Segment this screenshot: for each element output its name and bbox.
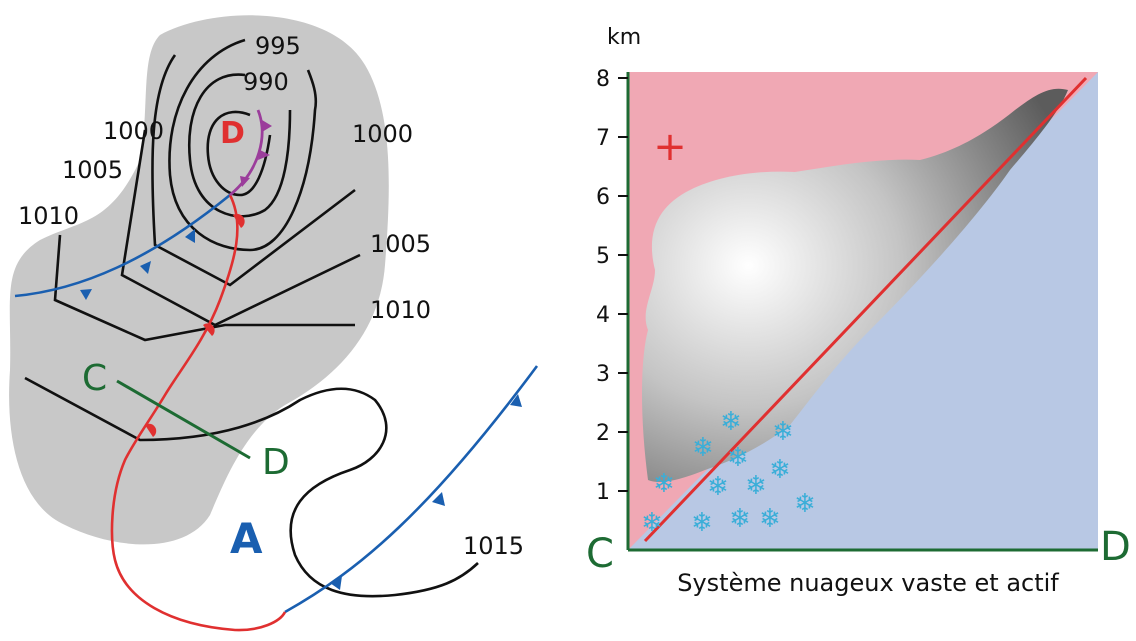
- high-pressure-label: A: [230, 514, 263, 563]
- y-tick-label: 6: [596, 185, 610, 210]
- snowflake-icon: ❄: [727, 443, 749, 473]
- cold-front: [14, 193, 539, 614]
- cold-front-north-line: [14, 193, 231, 298]
- isobar-1005: [120, 129, 361, 327]
- snowflake-icon: ❄: [769, 455, 791, 485]
- y-tick-label: 4: [596, 303, 610, 328]
- map-section-start-label: C: [82, 358, 107, 399]
- snowflake-icon: ❄: [745, 471, 767, 501]
- isobar-1010: [53, 234, 355, 342]
- snowflake-icon: ❄: [729, 504, 751, 534]
- snowflake-icon: ❄: [641, 508, 663, 538]
- isobar-label-1005-right: 1005: [370, 230, 431, 258]
- warm-front: [110, 194, 287, 632]
- isobars: [24, 38, 479, 598]
- cold-front-south-line: [284, 365, 539, 614]
- frontal-surface: [643, 76, 1088, 543]
- isobar-label-1010-right: 1010: [370, 296, 431, 324]
- isobar-label-1000-left: 1000: [103, 117, 164, 145]
- cold-front-triangles: [80, 229, 195, 300]
- y-tick-label: 5: [596, 244, 610, 269]
- warm-front-semicircles: [145, 213, 245, 437]
- snowfall: ❄ ❄ ❄ ❄ ❄ ❄ ❄ ❄ ❄ ❄ ❄ ❄ ❄: [641, 407, 816, 538]
- isobar-990: [187, 73, 292, 218]
- y-tick-label: 7: [596, 126, 610, 151]
- section-right-letter: D: [1100, 524, 1131, 570]
- map-section-end-label: D: [262, 442, 290, 483]
- y-tick-label: 2: [596, 421, 610, 446]
- y-axis-ticks: 1 2 3 4 5 6 7 8: [596, 67, 628, 505]
- isobar-label-1015: 1015: [463, 532, 524, 560]
- snowflake-icon: ❄: [692, 433, 714, 463]
- cold-front-south-triangles: [330, 394, 522, 590]
- isobar-1000-loop: [151, 54, 356, 287]
- cloud-system: [642, 88, 1068, 482]
- snowflake-icon: ❄: [772, 417, 794, 447]
- warm-air-plus: +: [653, 124, 687, 170]
- y-axis-unit: km: [607, 25, 641, 50]
- isobar-label-995: 995: [255, 32, 301, 60]
- isobar-1015-upper: [24, 376, 479, 598]
- snowflake-icon: ❄: [720, 407, 742, 437]
- cloud-area: [9, 15, 389, 545]
- low-pressure-label: D: [220, 116, 245, 151]
- section-line: [116, 379, 251, 460]
- y-tick-label: 1: [596, 480, 610, 505]
- snowflake-icon: ❄: [691, 508, 713, 538]
- occluded-front-line: [229, 109, 264, 197]
- isobar-label-1000-right: 1000: [352, 120, 413, 148]
- isobar-985: [206, 110, 272, 197]
- snowflake-icon: ❄: [653, 469, 675, 499]
- y-tick-label: 8: [596, 67, 610, 92]
- section-caption: Système nuageux vaste et actif: [677, 569, 1059, 597]
- snowflake-icon: ❄: [794, 489, 816, 519]
- y-tick-label: 3: [596, 362, 610, 387]
- snowflake-icon: ❄: [707, 472, 729, 502]
- isobar-label-1010-left: 1010: [18, 202, 79, 230]
- synoptic-map: 995 990 1000 1000 1005 1005 1010 1010 10…: [9, 15, 539, 632]
- section-left-letter: C: [586, 531, 614, 577]
- isobar-label-990: 990: [243, 68, 289, 96]
- warm-front-line: [110, 194, 287, 632]
- isobar-995: [168, 38, 318, 252]
- snowflake-icon: ❄: [759, 504, 781, 534]
- isobar-label-1005-left: 1005: [62, 156, 123, 184]
- occluded-front: [229, 109, 272, 197]
